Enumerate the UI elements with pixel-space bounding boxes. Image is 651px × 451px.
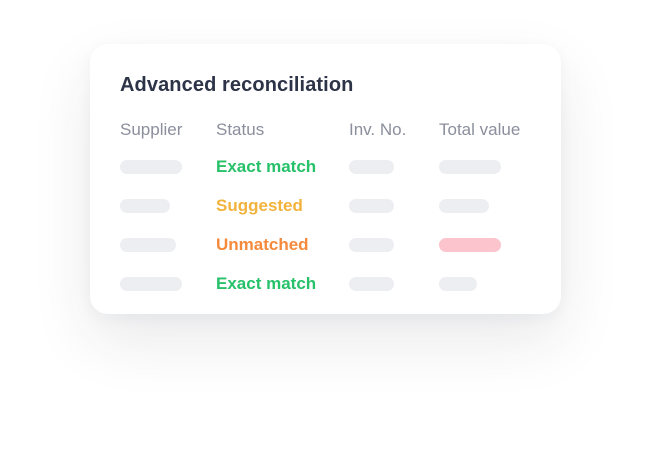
column-header-inv-no: Inv. No. [349,120,407,139]
status-label: Exact match [216,157,317,176]
supplier-placeholder [120,160,182,174]
inv-no-placeholder [349,277,394,291]
table-row: Unmatched [90,233,561,257]
total-value-placeholder-alert [439,238,501,252]
table-row: Suggested [90,194,561,218]
inv-no-placeholder [349,199,394,213]
inv-no-placeholder [349,238,394,252]
total-value-placeholder [439,277,477,291]
supplier-placeholder [120,199,170,213]
table-row: Exact match [90,155,561,179]
table-row: Exact match [90,272,561,296]
reconciliation-card: Advanced reconciliation Supplier Status … [90,44,561,314]
status-label: Unmatched [216,235,309,254]
supplier-placeholder [120,238,176,252]
card-title: Advanced reconciliation [120,74,354,96]
total-value-placeholder [439,160,501,174]
column-header-supplier: Supplier [120,120,183,139]
status-label: Suggested [216,196,303,215]
column-header-total-value: Total value [439,120,521,139]
column-header-status: Status [216,120,265,139]
supplier-placeholder [120,277,182,291]
total-value-placeholder [439,199,489,213]
inv-no-placeholder [349,160,394,174]
status-label: Exact match [216,274,317,293]
